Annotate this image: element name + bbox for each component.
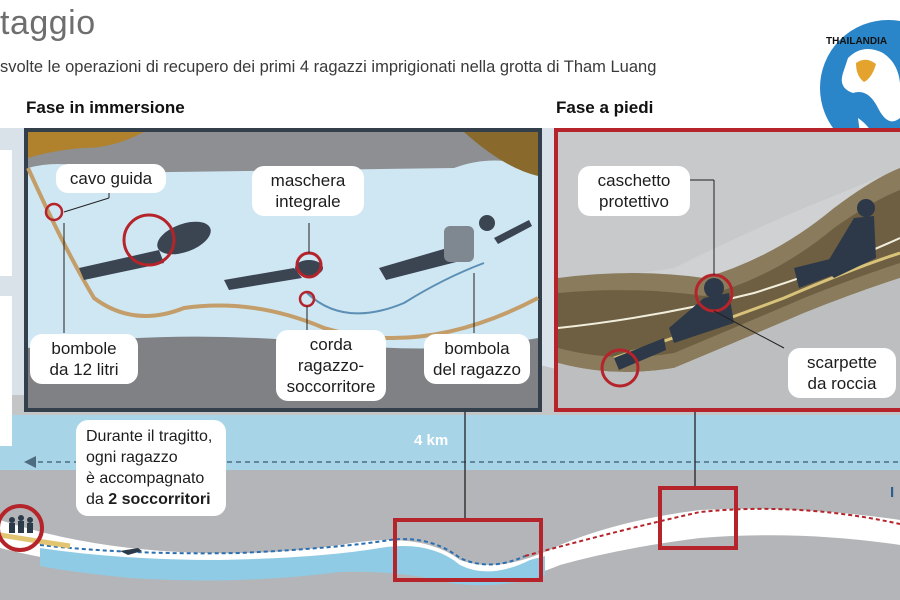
page-subtitle: svolte le operazioni di recupero dei pri…: [0, 58, 657, 76]
escort-note-line2: ogni ragazzo: [86, 449, 178, 466]
callout-corda-line1: corda: [309, 335, 353, 354]
globe-map-icon: [816, 16, 900, 158]
escort-note-line1: Durante il tragitto,: [86, 428, 213, 445]
callout-scarpette-line2: da roccia: [807, 374, 877, 393]
edge-label: I: [890, 484, 895, 501]
callout-bombola-ragazzo: bombola del ragazzo: [424, 334, 530, 384]
callout-caschetto: caschetto protettivo: [578, 166, 690, 216]
callout-bombola-line2: del ragazzo: [433, 360, 521, 379]
callout-cavo-guida: cavo guida: [56, 164, 166, 193]
callout-maschera-line1: maschera: [270, 171, 346, 190]
escort-note-bold: 2 soccorritori: [108, 491, 211, 508]
phase-walking-label: Fase a piedi: [556, 98, 654, 117]
globe-label: THAILANDIA: [826, 36, 888, 47]
callout-corda-line2: ragazzo-: [297, 356, 365, 375]
callout-maschera-integrale: maschera integrale: [252, 166, 364, 216]
callout-scarpette: scarpette da roccia: [788, 348, 896, 398]
callout-caschetto-line2: protettivo: [599, 192, 669, 211]
callout-corda: corda ragazzo- soccorritore: [276, 330, 386, 401]
escort-note-line3: è accompagnato: [86, 470, 205, 487]
callout-bombole: bombole da 12 litri: [30, 334, 138, 384]
callout-bombola-line1: bombola: [444, 339, 510, 358]
distance-label: 4 km: [414, 432, 449, 449]
page-title: taggio: [0, 4, 96, 42]
callout-bombole-line2: da 12 litri: [49, 360, 119, 379]
callout-corda-line3: soccorritore: [286, 377, 376, 396]
callout-caschetto-line1: caschetto: [597, 171, 671, 190]
callout-scarpette-line1: scarpette: [807, 353, 877, 372]
escort-note: Durante il tragitto, ogni ragazzo è acco…: [76, 420, 226, 516]
escort-note-line4: da 2 soccorritori: [86, 489, 216, 510]
walking-panel: [554, 128, 900, 412]
callout-cavo-guida-text: cavo guida: [69, 169, 153, 188]
callout-bombole-line1: bombole: [51, 339, 117, 358]
phase-immersion-label: Fase in immersione: [26, 98, 185, 117]
callout-maschera-line2: integrale: [275, 192, 341, 211]
escort-note-prefix: da: [86, 491, 109, 508]
